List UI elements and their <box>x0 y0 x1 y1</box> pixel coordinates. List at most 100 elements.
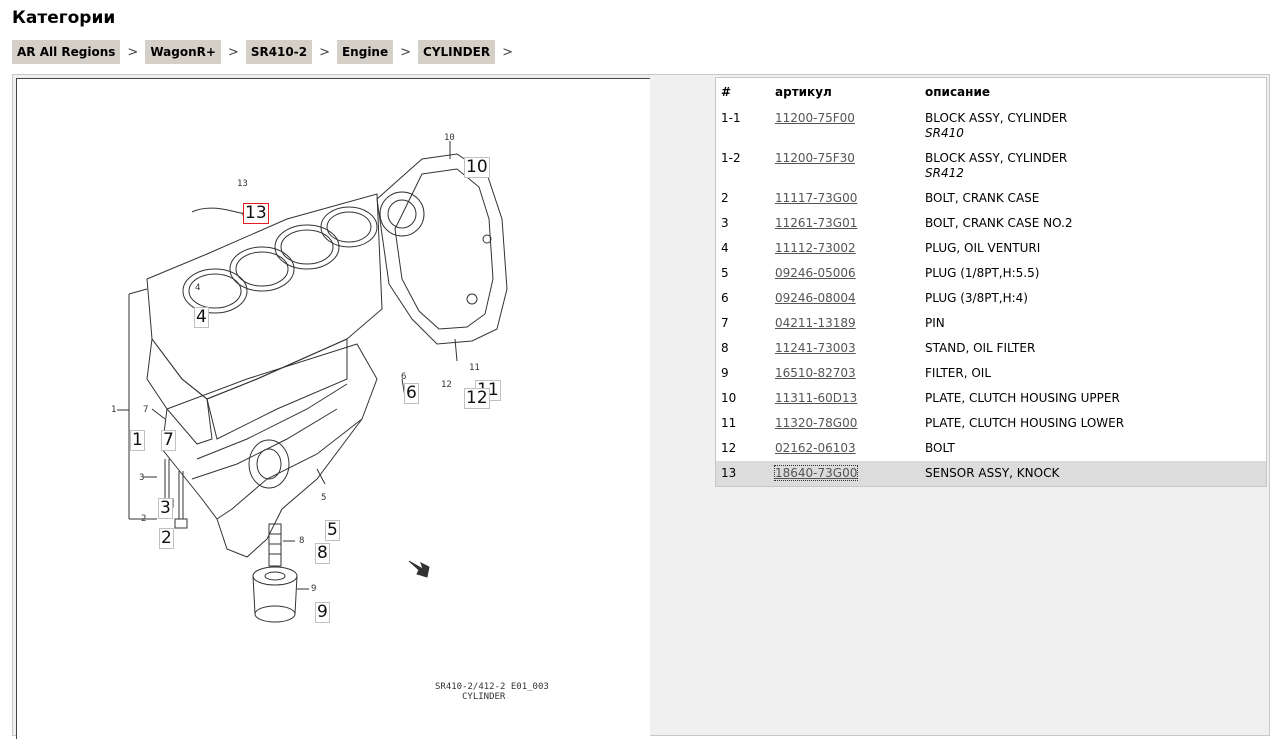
diagram-callout-13[interactable]: 13 <box>243 203 269 224</box>
parts-diagram: 13 10 4 6 11 12 1 7 3 2 5 8 9 10 13 1 7 … <box>16 78 650 739</box>
leader-number-5: 5 <box>321 493 327 503</box>
article-link[interactable]: 18640-73G00 <box>773 465 859 481</box>
article-link[interactable]: 16510-82703 <box>775 366 856 380</box>
column-header-article: артикул <box>775 85 832 99</box>
article-cell: 11261-73G01 <box>770 211 920 236</box>
description-text: FILTER, OIL <box>925 366 992 380</box>
article-cell: 11320-78G00 <box>770 411 920 436</box>
breadcrumb-item-subgroup[interactable]: CYLINDER <box>418 40 496 64</box>
article-link[interactable]: 09246-05006 <box>775 266 856 280</box>
article-link[interactable]: 11261-73G01 <box>775 216 858 230</box>
table-row[interactable]: 3 11261-73G01 BOLT, CRANK CASE NO.2 <box>716 211 1266 236</box>
description-text: PLUG (1/8PT,H:5.5) <box>925 266 1040 280</box>
article-link[interactable]: 02162-06103 <box>775 441 856 455</box>
description-text: BOLT, CRANK CASE <box>925 191 1040 205</box>
article-link[interactable]: 11320-78G00 <box>775 416 858 430</box>
table-row[interactable]: 8 11241-73003 STAND, OIL FILTER <box>716 336 1266 361</box>
breadcrumb-item-group[interactable]: Engine <box>336 40 394 64</box>
breadcrumb: AR All Regions > WagonR+ > SR410-2 > Eng… <box>12 40 520 64</box>
row-number: 5 <box>721 266 729 280</box>
breadcrumb-item-engine-code[interactable]: SR410-2 <box>245 40 313 64</box>
table-header-row: # артикул описание <box>716 78 1266 106</box>
diagram-callout-7[interactable]: 7 <box>161 430 176 451</box>
article-link[interactable]: 11117-73G00 <box>775 191 858 205</box>
description-text: BLOCK ASSY, CYLINDER <box>925 151 1068 165</box>
row-number: 2 <box>721 191 729 205</box>
article-link[interactable]: 11241-73003 <box>775 341 856 355</box>
page-title: Категории <box>12 8 116 28</box>
description-cell: STAND, OIL FILTER <box>920 336 1266 361</box>
table-row[interactable]: 5 09246-05006 PLUG (1/8PT,H:5.5) <box>716 261 1266 286</box>
article-cell: 11112-73002 <box>770 236 920 261</box>
article-cell: 11200-75F30 <box>770 146 920 186</box>
article-cell: 11241-73003 <box>770 336 920 361</box>
description-cell: FILTER, OIL <box>920 361 1266 386</box>
description-cell: PLUG, OIL VENTURI <box>920 236 1266 261</box>
article-link[interactable]: 09246-08004 <box>775 291 856 305</box>
description-text: PLATE, CLUTCH HOUSING LOWER <box>925 416 1125 430</box>
description-text: PLUG (3/8PT,H:4) <box>925 291 1028 305</box>
diagram-callout-3[interactable]: 3 <box>158 498 173 519</box>
description-cell: BOLT, CRANK CASE NO.2 <box>920 211 1266 236</box>
article-cell: 11200-75F00 <box>770 106 920 146</box>
leader-number-6: 6 <box>401 372 407 382</box>
article-link[interactable]: 11200-75F30 <box>775 151 855 165</box>
article-link[interactable]: 04211-13189 <box>775 316 856 330</box>
diagram-callout-5[interactable]: 5 <box>325 520 340 541</box>
diagram-callout-10[interactable]: 10 <box>464 157 490 178</box>
row-number: 13 <box>716 461 770 486</box>
description-cell: PLUG (1/8PT,H:5.5) <box>920 261 1266 286</box>
row-number: 3 <box>721 216 729 230</box>
breadcrumb-separator: > <box>400 44 412 60</box>
article-cell: 11311-60D13 <box>770 386 920 411</box>
diagram-callout-1[interactable]: 1 <box>130 430 145 451</box>
description-cell: PLATE, CLUTCH HOUSING UPPER <box>920 386 1266 411</box>
leader-number-12: 12 <box>441 380 452 390</box>
table-row[interactable]: 6 09246-08004 PLUG (3/8PT,H:4) <box>716 286 1266 311</box>
breadcrumb-separator: > <box>502 44 513 60</box>
diagram-callout-6[interactable]: 6 <box>404 383 419 404</box>
diagram-callout-4[interactable]: 4 <box>194 307 209 328</box>
description-cell: PIN <box>920 311 1266 336</box>
row-number: 9 <box>721 366 729 380</box>
breadcrumb-item-region[interactable]: AR All Regions <box>12 40 121 64</box>
diagram-caption-title: CYLINDER <box>462 692 506 702</box>
table-row[interactable]: 9 16510-82703 FILTER, OIL <box>716 361 1266 386</box>
diagram-callout-8[interactable]: 8 <box>315 543 330 564</box>
article-cell: 09246-05006 <box>770 261 920 286</box>
description-text: SENSOR ASSY, KNOCK <box>925 466 1060 480</box>
leader-number-10: 10 <box>444 133 455 143</box>
diagram-callout-12[interactable]: 12 <box>464 388 490 409</box>
column-header-description: описание <box>925 85 990 99</box>
row-number: 6 <box>721 291 729 305</box>
article-cell: 04211-13189 <box>770 311 920 336</box>
catalog-panel: 13 10 4 6 11 12 1 7 3 2 5 8 9 10 13 1 7 … <box>12 74 1270 739</box>
description-text: STAND, OIL FILTER <box>925 341 1036 355</box>
row-number: 8 <box>721 341 729 355</box>
article-link[interactable]: 11112-73002 <box>775 241 856 255</box>
diagram-callout-2[interactable]: 2 <box>159 528 174 549</box>
leader-number-8: 8 <box>299 536 305 546</box>
table-row[interactable]: 2 11117-73G00 BOLT, CRANK CASE <box>716 186 1266 211</box>
column-header-num: # <box>721 85 732 99</box>
article-link[interactable]: 11200-75F00 <box>775 111 855 125</box>
breadcrumb-item-model[interactable]: WagonR+ <box>145 40 221 64</box>
description-text: BLOCK ASSY, CYLINDER <box>925 111 1068 125</box>
description-note: SR412 <box>925 166 964 180</box>
diagram-callout-9[interactable]: 9 <box>315 602 330 623</box>
article-cell: 18640-73G00 <box>770 461 920 486</box>
description-text: BOLT <box>925 441 955 455</box>
description-text: PIN <box>925 316 945 330</box>
article-link[interactable]: 11311-60D13 <box>775 391 858 405</box>
